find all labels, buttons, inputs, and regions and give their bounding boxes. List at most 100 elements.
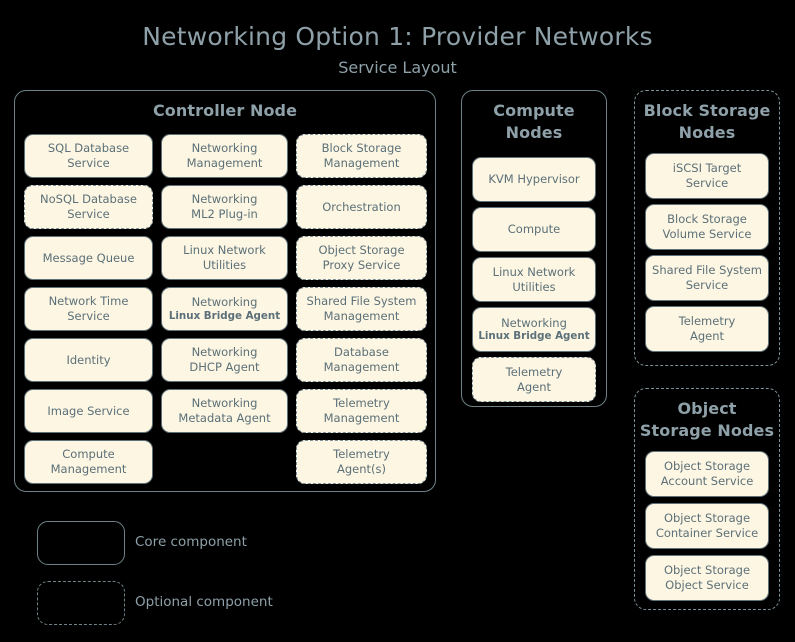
group-title-controller-node: Controller Node [152,101,298,120]
service-box-label-line2: Utilities [202,258,247,272]
service-box-label-line1: Telemetry [505,364,563,379]
service-box-label-line1: Networking [191,295,258,310]
service-box[interactable]: Identity [24,338,153,382]
service-box-label-line1: Telemetry [333,396,390,411]
service-box-label-line1: Object Storage [663,563,751,578]
service-box-label-line2: Container Service [655,526,759,540]
service-box-label-line1: Message Queue [42,250,135,265]
service-box-label-line2: Volume Service [662,227,752,241]
service-box-label-line2: Agent [516,379,552,394]
service-box[interactable]: KVM Hypervisor [472,157,596,202]
legend-optional-label: Optional component [135,594,273,610]
service-box-label-line1: SQL Database [47,141,130,156]
service-box-label-line2: Service [685,278,729,292]
service-box-label-line1: Database [334,345,389,360]
service-box-label-line1: Block Storage [321,141,402,156]
page-title: Networking Option 1: Provider Networks [142,22,653,51]
service-box-label-line1: Object Storage [663,459,751,474]
group-controller-node: Controller Node [14,90,436,492]
service-box-label-line2: Agent [689,329,725,343]
service-box-label-line2: Management [186,156,263,170]
service-box-label-line1: Networking [191,345,258,360]
service-box[interactable]: Orchestration [296,185,427,229]
service-box-label-line1: Telemetry [333,447,390,462]
service-box-label-line1: Networking [191,396,258,411]
service-box-label-line1: Networking [191,192,258,207]
service-box-label-line2: Service [67,207,110,221]
service-box-label-line2: Linux Bridge Agent [168,309,281,322]
service-box-label-line1: Shared File System [306,294,417,309]
legend-core-label: Core component [135,534,247,550]
service-box-label-line2: Management [323,360,400,374]
service-box-label-line1: Block Storage [667,212,747,227]
service-box-label-line2: Account Service [660,474,754,488]
service-box-label-line2: Proxy Service [322,258,401,272]
service-box-label-line1: Orchestration [322,199,401,214]
service-box-label-line2: Service [685,176,729,190]
service-box[interactable]: Message Queue [24,236,153,280]
service-box-label-line2: Management [323,309,400,323]
service-box-label-line2: Service [67,156,110,170]
service-box-label-line1: NoSQL Database [40,192,137,207]
service-box-label-line1: Linux Network [492,264,576,279]
service-box-label-line1: iSCSI Target [672,161,742,176]
service-box-label-line1: KVM Hypervisor [488,172,580,187]
service-box-label-line2: Management [323,156,400,170]
legend-core-swatch [37,521,125,565]
service-box-label-line1: Telemetry [678,314,736,329]
service-box[interactable]: Image Service [24,389,153,433]
service-box-label-line2: Utilities [512,279,556,294]
service-box-label-line2: DHCP Agent [189,360,260,374]
service-box-label-line1: Compute [507,222,561,237]
service-box-label-line2: Management [323,411,400,425]
service-box-label-line2: Management [50,462,127,476]
service-box-label-line2: Service [67,309,110,323]
service-box-label-line1: Compute [62,447,115,462]
service-box-label-line2: Object Service [665,578,749,592]
service-box-label-line2: Agent(s) [336,462,386,476]
service-box-label-line2: Linux Bridge Agent [478,330,590,343]
service-box[interactable]: Compute [472,207,596,252]
service-box-label-line2: ML2 Plug-in [191,207,258,221]
service-box-label-line1: Object Storage [663,511,751,526]
service-box-label-line1: Linux Network [183,243,266,258]
service-box-label-line1: Networking [501,315,567,330]
page-subtitle: Service Layout [338,58,457,77]
service-box-label-line1: Object Storage [318,243,405,258]
service-box-label-line1: Identity [66,352,111,367]
service-box-label-line1: Image Service [47,403,130,418]
service-box-label-line1: Shared File System [652,263,762,278]
